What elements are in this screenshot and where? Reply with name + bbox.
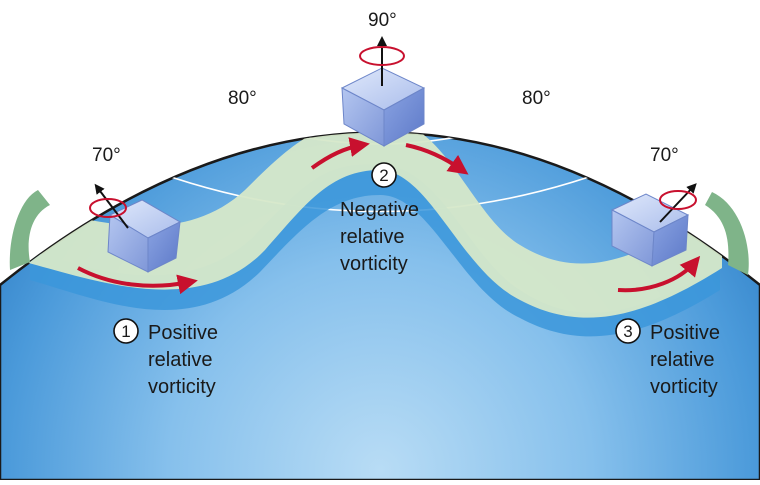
rotation-arrow-1 [89, 198, 127, 218]
latitude-label-80-right: 80° [522, 88, 551, 109]
rotation-arrow-3 [659, 190, 697, 210]
point-2-line-1: Negative [340, 199, 419, 221]
jet-stream-band [25, 132, 722, 318]
point-number-2: 2 [379, 166, 388, 185]
band-end-left [9, 190, 50, 270]
point-marker-2 [371, 162, 397, 188]
point-marker-1 [113, 318, 139, 344]
point-1-line-2: relative [148, 349, 212, 371]
point-1-line-1: Positive [148, 322, 218, 344]
point-marker-3 [615, 318, 641, 344]
latitude-label-90: 90° [368, 10, 397, 31]
point-3-line-3: vorticity [650, 376, 718, 398]
point-number-1: 1 [121, 322, 130, 341]
latitude-line-70 [119, 157, 641, 213]
point-3-line-2: relative [650, 349, 714, 371]
latitude-label-70-left: 70° [92, 145, 121, 166]
flow-arrow-1 [77, 266, 198, 295]
rotation-arrow-2 [359, 46, 405, 66]
point-2-line-2: relative [340, 226, 404, 248]
point-1-line-3: vorticity [148, 376, 216, 398]
flow-arrow-2a [310, 137, 370, 170]
air-column-cube-1 [107, 199, 182, 273]
latitude-label-70-right: 70° [650, 145, 679, 166]
flow-arrow-3 [617, 255, 701, 293]
air-column-cube-2 [340, 67, 426, 147]
point-number-3: 3 [623, 322, 632, 341]
flow-arrow-2b [405, 143, 469, 175]
air-column-cube-3 [610, 193, 690, 267]
point-2-line-3: vorticity [340, 253, 408, 275]
band-end-right [705, 192, 749, 275]
latitude-label-80-left: 80° [228, 88, 257, 109]
axis-arrow-1 [94, 183, 129, 229]
band-shadow [30, 164, 720, 337]
point-3-line-1: Positive [650, 322, 720, 344]
